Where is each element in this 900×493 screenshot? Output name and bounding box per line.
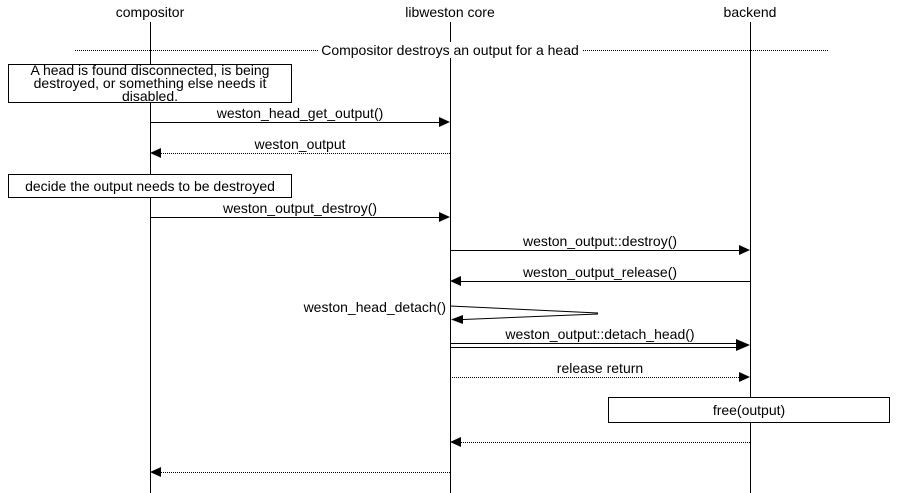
message-line [161, 153, 450, 154]
message-label: weston_output_release() [522, 264, 678, 280]
lifeline-libweston-core [450, 22, 451, 493]
message-line [161, 472, 450, 473]
message-label: weston_head_detach() [303, 299, 446, 315]
message-label: weston_output::destroy() [522, 233, 678, 249]
message-line [450, 347, 736, 348]
arrowhead-left [450, 437, 461, 447]
note-free-output: free(output) [608, 397, 890, 423]
note-decide-destroy: decide the output needs to be destroyed [8, 174, 292, 198]
message-line [150, 217, 439, 218]
message-label: release return [556, 360, 644, 376]
arrowhead-left [150, 148, 161, 158]
message-line [150, 122, 439, 123]
arrowhead-right [439, 117, 450, 127]
separator-label: Compositor destroys an output for a head [150, 42, 750, 58]
message-label: weston_output [254, 136, 346, 152]
actor-label-compositor: compositor [115, 4, 185, 20]
note-head-disconnected: A head is found disconnected, is being d… [8, 63, 292, 103]
self-call-loop [450, 305, 599, 324]
arrowhead-right [736, 339, 750, 351]
lifeline-backend [750, 22, 751, 493]
arrowhead-right [739, 372, 750, 382]
arrowhead-right [439, 212, 450, 222]
message-line [450, 377, 739, 378]
arrowhead-left [150, 467, 161, 477]
message-line [450, 343, 736, 344]
actor-label-libweston-core: libweston core [405, 4, 495, 20]
lifeline-compositor [150, 22, 151, 493]
arrowhead-left [450, 276, 461, 286]
message-label: weston_output_destroy() [222, 200, 378, 216]
arrowhead-right [739, 245, 750, 255]
message-line [461, 281, 750, 282]
message-label: weston_head_get_output() [216, 105, 384, 121]
message-line [450, 250, 739, 251]
actor-label-backend: backend [723, 4, 777, 20]
message-label: weston_output::detach_head() [505, 326, 695, 342]
message-line [461, 442, 750, 443]
